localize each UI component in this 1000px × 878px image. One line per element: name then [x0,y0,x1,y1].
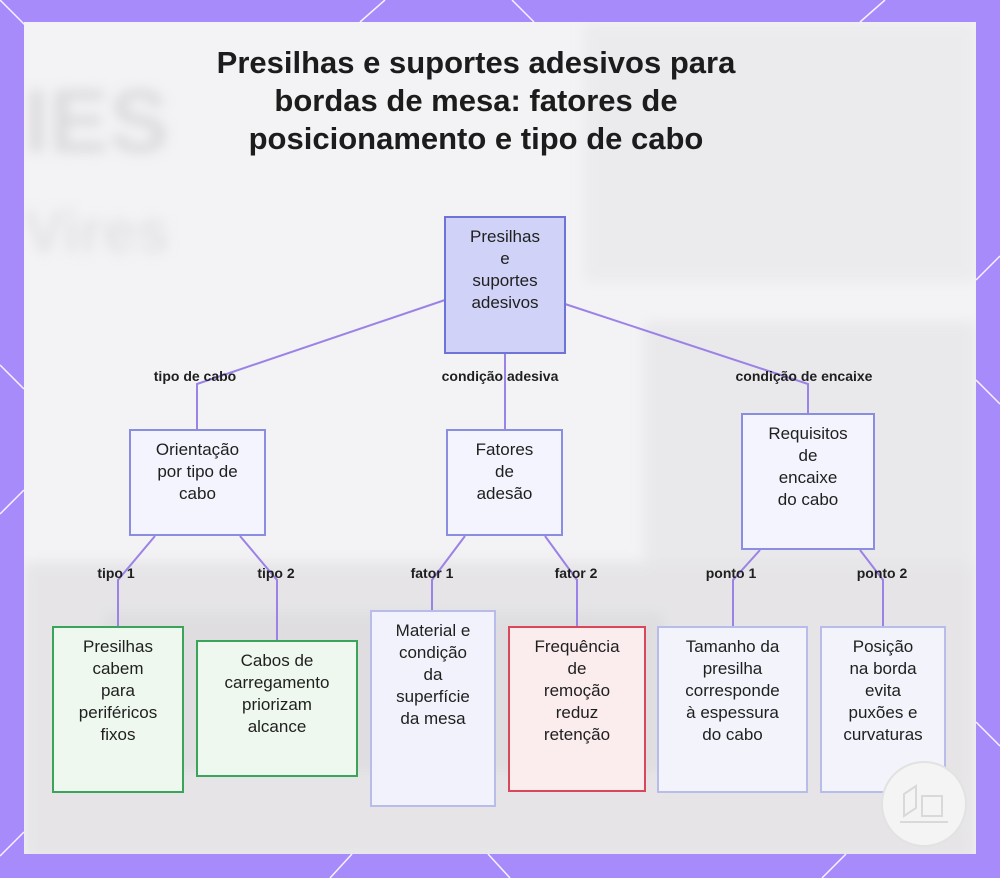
edge-root-fit [565,304,808,414]
edge-label-type1: tipo 1 [97,565,134,581]
edge-cable-type2 [240,536,277,641]
edge-label-cable-type: tipo de cabo [154,368,236,384]
watermark-logo-icon [880,760,968,848]
edge-root-cable [197,300,445,430]
edge-label-factor1: fator 1 [411,565,454,581]
edge-label-adhesive-condition: condição adesiva [442,368,559,384]
edge-label-fit-condition: condição de encaixe [736,368,873,384]
edge-fit-point2 [860,550,883,627]
edge-label-point2: ponto 2 [857,565,908,581]
edge-cable-type1 [118,536,155,627]
edge-label-point1: ponto 1 [706,565,757,581]
edge-label-factor2: fator 2 [555,565,598,581]
edge-label-type2: tipo 2 [257,565,294,581]
edge-adhesion-factor2 [545,536,577,627]
edge-fit-point1 [733,550,760,627]
